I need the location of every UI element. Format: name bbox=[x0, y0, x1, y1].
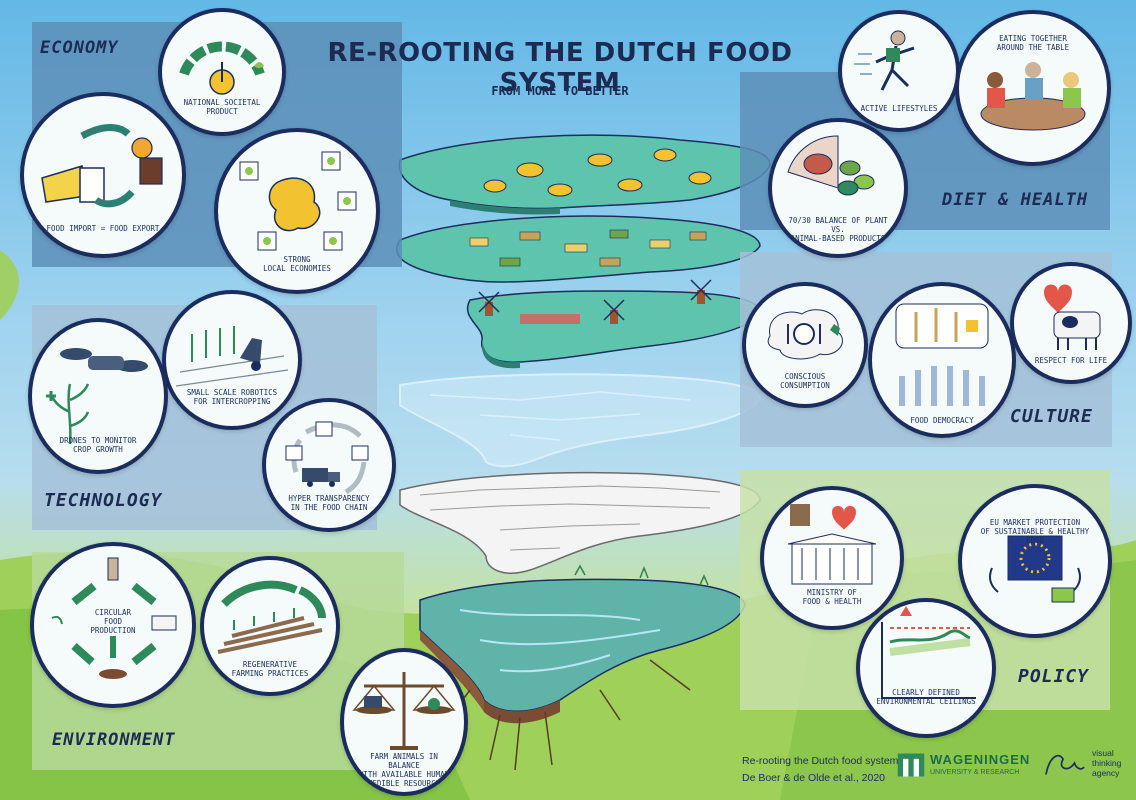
eu-flag-icon bbox=[989, 535, 1081, 603]
wageningen-logo-mark-icon bbox=[897, 753, 925, 777]
map-layer-outline bbox=[399, 373, 762, 468]
graph-icon bbox=[881, 606, 976, 699]
label-national-societal-product: NATIONAL SOCIETAL PRODUCT bbox=[183, 98, 261, 116]
drone-icon bbox=[60, 348, 148, 372]
circle-small-scale-robotics: SMALL SCALE ROBOTICS FOR INTERCROPPING bbox=[162, 290, 302, 430]
map-layer-windmills bbox=[466, 279, 761, 369]
flatland-agency: visual thinking agency bbox=[1092, 748, 1122, 778]
diet-health-label: DIET & HEALTH bbox=[942, 190, 1089, 210]
windmill-icon bbox=[478, 279, 712, 324]
label-hyper-transparency: HYPER TRANSPARENCY IN THE FOOD CHAIN bbox=[288, 494, 370, 512]
hands-icon bbox=[895, 303, 989, 406]
euro-coin-icon bbox=[483, 148, 712, 197]
circle-ministry-food-health: MINISTRY OF FOOD & HEALTH bbox=[760, 486, 904, 630]
label-strong-local-economies: STRONG LOCAL ECONOMIES bbox=[263, 255, 331, 273]
robot-icon bbox=[175, 326, 289, 387]
circle-eating-together: EATING TOGETHER AROUND THE TABLE bbox=[955, 10, 1111, 166]
label-small-scale-robotics: SMALL SCALE ROBOTICS FOR INTERCROPPING bbox=[186, 388, 278, 406]
flatland-logo: visual thinking agency bbox=[1040, 746, 1130, 792]
circle-eu-market-protection: EU MARKET PROTECTION OF SUSTAINABLE & HE… bbox=[958, 484, 1112, 638]
flatland-signature-icon bbox=[1045, 754, 1085, 775]
map-layer-fields bbox=[395, 215, 761, 283]
label-circular-food-production: CIRCULAR FOOD PRODUCTION bbox=[90, 608, 136, 635]
heart-icon bbox=[1044, 284, 1072, 314]
building-icon bbox=[787, 504, 877, 585]
wageningen-name: WAGENINGEN bbox=[930, 752, 1031, 767]
cow-icon bbox=[1053, 311, 1101, 350]
table-icon bbox=[980, 62, 1086, 131]
label-eu-market-protection: EU MARKET PROTECTION OF SUSTAINABLE & HE… bbox=[980, 518, 1090, 545]
circle-balance-plant-animal: 70/30 BALANCE OF PLANT VS. ANIMAL-BASED … bbox=[768, 118, 908, 258]
gauge-icon bbox=[179, 41, 265, 95]
economy-label: ECONOMY bbox=[40, 38, 119, 58]
circle-food-import-export: FOOD IMPORT = FOOD EXPORT bbox=[20, 92, 186, 258]
label-food-import-export: FOOD IMPORT = FOOD EXPORT bbox=[46, 224, 160, 233]
label-respect-for-life: RESPECT FOR LIFE bbox=[1034, 356, 1108, 365]
label-ministry-food-health: MINISTRY OF FOOD & HEALTH bbox=[802, 588, 862, 606]
label-balance-plant-animal: 70/30 BALANCE OF PLANT VS. ANIMAL-BASED … bbox=[788, 216, 888, 243]
truck-icon bbox=[302, 468, 340, 487]
circle-strong-local-economies: STRONG LOCAL ECONOMIES bbox=[214, 128, 380, 294]
label-regenerative-farming: REGENERATIVE FARMING PRACTICES bbox=[231, 660, 309, 678]
label-conscious-consumption: CONSCIOUS CONSUMPTION bbox=[780, 372, 830, 390]
label-environmental-ceilings: CLEARLY DEFINED ENVIRONMENTAL CEILINGS bbox=[876, 688, 976, 706]
circle-drones-monitor: DRONES TO MONITOR CROP GROWTH bbox=[28, 318, 168, 474]
circular-arrows-icon bbox=[71, 582, 157, 666]
label-active-lifestyles: ACTIVE LIFESTYLES bbox=[860, 104, 938, 113]
map-layer-white-blocks bbox=[399, 471, 761, 574]
circle-active-lifestyles: ACTIVE LIFESTYLES bbox=[838, 10, 960, 132]
cow-icon bbox=[151, 615, 177, 631]
label-eating-together: EATING TOGETHER AROUND THE TABLE bbox=[996, 34, 1070, 52]
environment-label: ENVIRONMENT bbox=[52, 730, 176, 750]
netherlands-map-icon bbox=[239, 151, 357, 251]
culture-label: CULTURE bbox=[1010, 406, 1093, 427]
page-title: RE-ROOTING THE DUTCH FOOD SYSTEM bbox=[327, 38, 793, 98]
label-food-democracy: FOOD DEMOCRACY bbox=[910, 416, 974, 425]
map-layer-ground bbox=[419, 564, 746, 771]
runner-icon bbox=[854, 30, 915, 91]
milk-carton-icon bbox=[79, 167, 105, 203]
technology-label: TECHNOLOGY bbox=[44, 490, 163, 511]
circle-farm-animals-balance: FARM ANIMALS IN BALANCE WITH AVAILABLE H… bbox=[340, 648, 468, 796]
page-subtitle: FROM MORE TO BETTER bbox=[491, 84, 629, 98]
circle-regenerative-farming: REGENERATIVE FARMING PRACTICES bbox=[200, 556, 340, 696]
label-drones-monitor: DRONES TO MONITOR CROP GROWTH bbox=[59, 436, 137, 454]
wageningen-sub: UNIVERSITY & RESEARCH bbox=[930, 769, 1020, 776]
meat-icon bbox=[803, 153, 833, 175]
label-farm-animals-balance: FARM ANIMALS IN BALANCE WITH AVAILABLE H… bbox=[358, 752, 450, 788]
circle-conscious-consumption: CONSCIOUS CONSUMPTION bbox=[742, 282, 868, 408]
circle-environmental-ceilings: CLEARLY DEFINED ENVIRONMENTAL CEILINGS bbox=[856, 598, 996, 738]
policy-label: POLICY bbox=[1018, 666, 1090, 687]
circle-food-democracy: FOOD DEMOCRACY bbox=[868, 282, 1016, 438]
credit-line-2: De Boer & de Olde et al., 2020 bbox=[742, 772, 886, 784]
credit-line-1: Re-rooting the Dutch food system bbox=[742, 755, 899, 767]
circle-hyper-transparency: HYPER TRANSPARENCY IN THE FOOD CHAIN bbox=[262, 398, 396, 532]
wageningen-logo: WAGENINGEN UNIVERSITY & RESEARCH bbox=[896, 750, 1029, 786]
circle-circular-food-production: CIRCULAR FOOD PRODUCTION bbox=[30, 542, 196, 708]
circle-national-societal-product: NATIONAL SOCIETAL PRODUCT bbox=[158, 8, 286, 136]
circle-respect-for-life: RESPECT FOR LIFE bbox=[1010, 262, 1132, 384]
land-edge-left bbox=[0, 250, 19, 320]
plate-icon bbox=[767, 309, 843, 360]
scale-icon bbox=[352, 672, 456, 750]
map-layer-economy bbox=[398, 134, 771, 215]
